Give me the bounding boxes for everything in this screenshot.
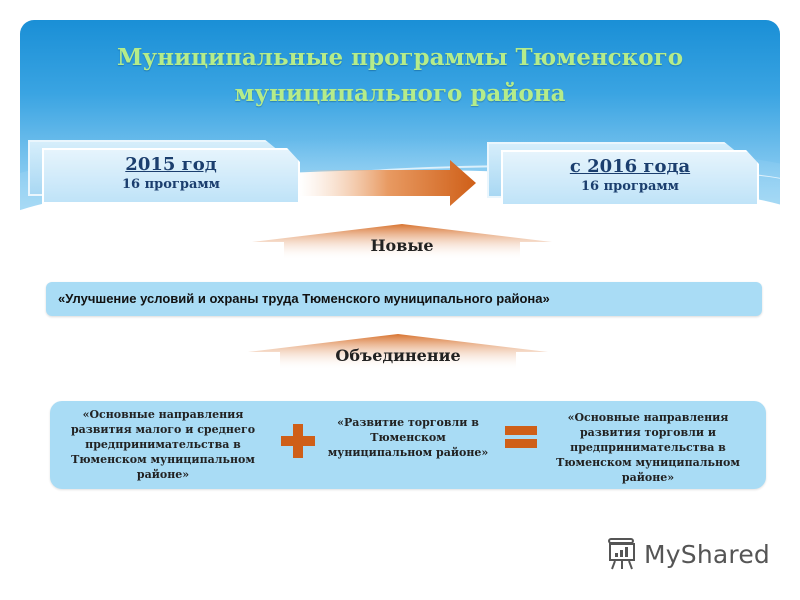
new-section-label: Новые <box>370 236 434 255</box>
merge-operand-1: «Основные направления развития малого и … <box>58 407 268 482</box>
text-line: Тюменском муниципальном <box>71 453 255 466</box>
slide-title-line-2: муниципального района <box>234 80 566 107</box>
merge-panel <box>50 401 766 489</box>
plus-icon <box>281 424 315 458</box>
year-2016-label: с 2016 года <box>569 156 691 177</box>
text-line: Тюменском <box>370 431 446 444</box>
up-arrow-banner-icon <box>252 224 552 260</box>
equals-bar-top <box>505 426 537 435</box>
equals-icon <box>505 426 537 448</box>
merge-result: «Основные направления развития торговли … <box>548 410 748 485</box>
slide-title: Муниципальные программы Тюменского муниц… <box>20 40 780 112</box>
text-line: Тюменском муниципальном <box>556 456 740 469</box>
merge-operand-2: «Развитие торговли в Тюменском муниципал… <box>318 415 498 460</box>
myshared-watermark[interactable]: MyShared <box>606 537 770 571</box>
slide-title-line-1: Муниципальные программы Тюменского <box>116 44 684 71</box>
watermark-text: MyShared <box>644 539 770 569</box>
text-line: развития малого и среднего <box>70 423 256 436</box>
presentation-board-icon <box>608 538 635 570</box>
year-2015-count: 16 программ <box>122 177 220 192</box>
merge-section-label: Объединение <box>335 346 461 365</box>
text-line: районе» <box>621 471 675 484</box>
right-arrow-icon <box>300 160 476 206</box>
year-box-front-layer: 2015 год 16 программ <box>42 148 300 204</box>
year-2016-box: с 2016 года 16 программ <box>487 142 759 206</box>
new-program-title: «Улучшение условий и охраны труда Тюменс… <box>58 291 550 306</box>
new-section-header: Новые <box>252 224 552 260</box>
up-arrow-banner-icon <box>248 334 548 370</box>
year-box-front-layer: с 2016 года 16 программ <box>501 150 759 206</box>
text-line: предпринимательства в <box>570 441 726 454</box>
text-line: «Основные направления <box>567 411 729 424</box>
text-line: развития торговли и <box>579 426 717 439</box>
text-line: «Развитие торговли в <box>337 416 479 429</box>
equals-bar-bottom <box>505 439 537 448</box>
new-program-item: «Улучшение условий и охраны труда Тюменс… <box>46 282 762 316</box>
merge-section-header: Объединение <box>248 334 548 370</box>
text-line: предпринимательства в <box>85 438 241 451</box>
text-line: муниципальном районе» <box>327 446 489 459</box>
text-line: районе» <box>136 468 190 481</box>
year-2015-label: 2015 год <box>125 154 217 175</box>
year-2016-count: 16 программ <box>581 179 679 194</box>
text-line: «Основные направления <box>82 408 244 421</box>
year-2015-box: 2015 год 16 программ <box>28 140 300 204</box>
